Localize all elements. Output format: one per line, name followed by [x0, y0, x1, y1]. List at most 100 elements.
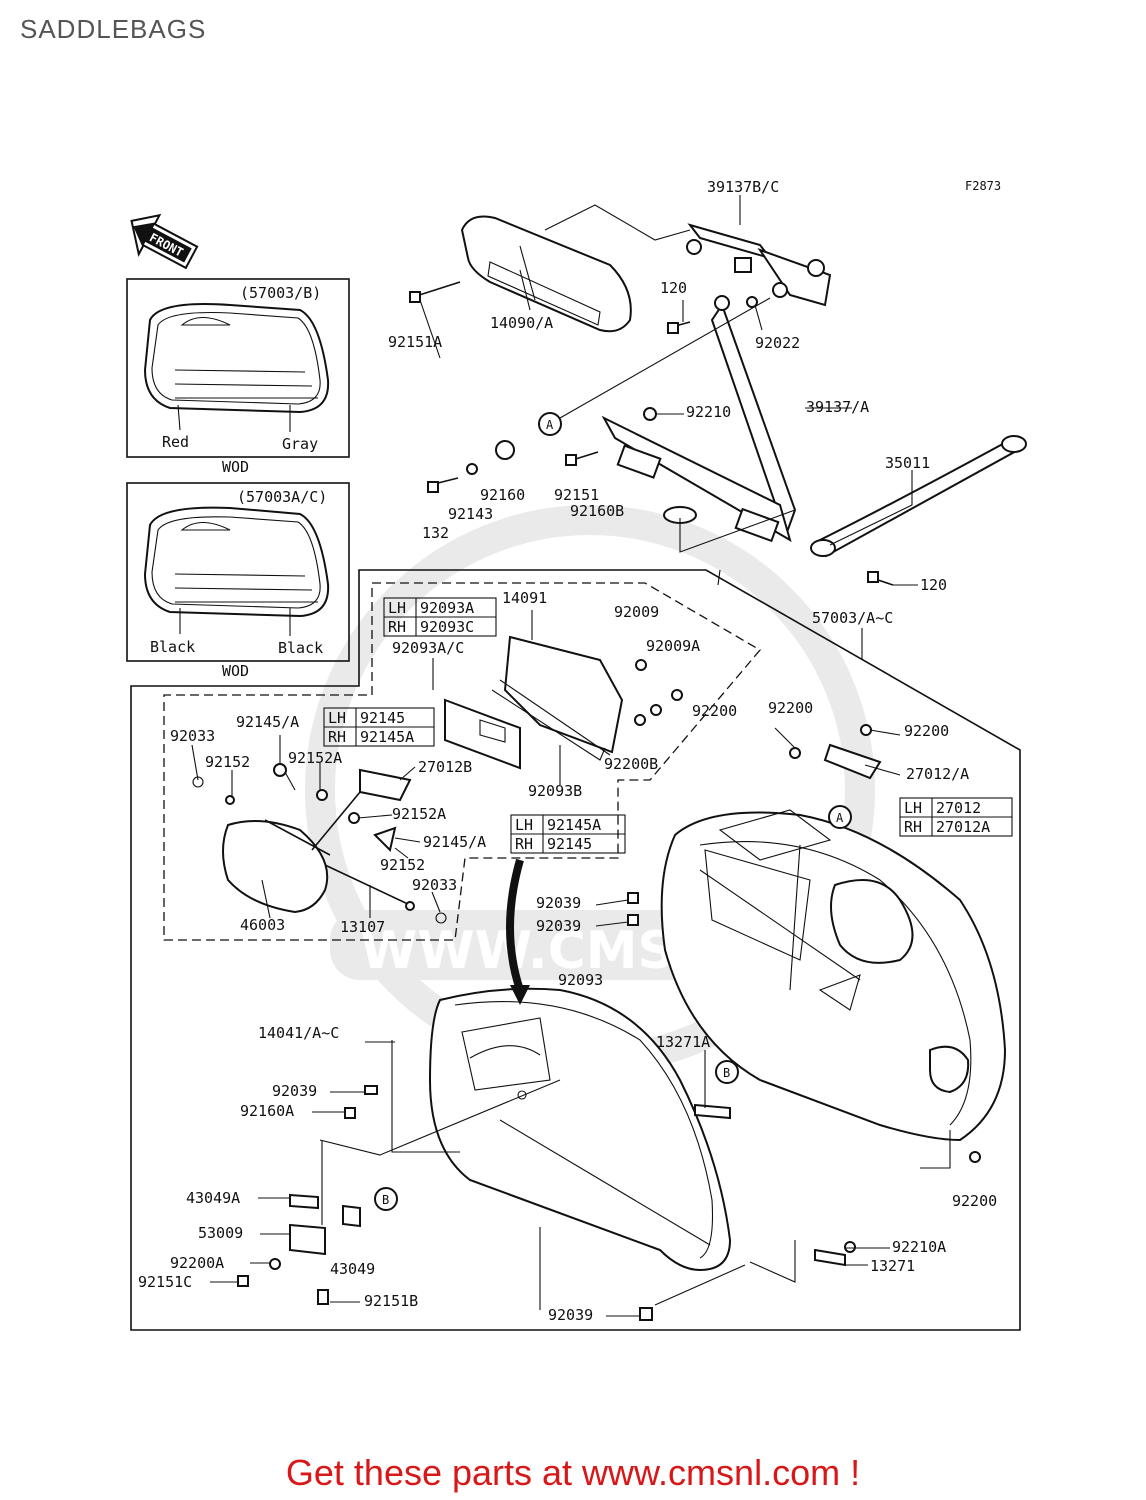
part-label: 92145/A [236, 713, 299, 731]
rear-bar [810, 435, 1027, 558]
inset-left-color: Black [150, 638, 195, 656]
support-frame [601, 295, 797, 543]
part-label: 92143 [448, 505, 493, 523]
part-label: 92210A [892, 1238, 946, 1256]
part-label: 39137/A [806, 398, 869, 416]
lh-rh-table-2: LH 92145 RH 92145A [323, 707, 435, 747]
inset-57003b: (57003/B) Red Gray WOD [126, 278, 350, 476]
part-label: 120 [920, 576, 947, 594]
callout-a-1: A [538, 412, 562, 436]
footer-promo-link[interactable]: Get these parts at www.cmsnl.com ! [285, 1452, 861, 1493]
part-label: 92093 [558, 971, 603, 989]
part-label: 43049 [330, 1260, 375, 1278]
part-label: 92152 [380, 856, 425, 874]
part-label: 92160A [240, 1102, 294, 1120]
svg-text:B: B [382, 1193, 389, 1207]
part-label: 92200 [904, 722, 949, 740]
part-label: 27012B [418, 758, 472, 776]
part-label: 92160 [480, 486, 525, 504]
assembly-arrow [506, 858, 524, 992]
part-label: 92200 [692, 702, 737, 720]
part-label: 92093B [528, 782, 582, 800]
cross-rail [686, 223, 832, 307]
part-label: 92200B [604, 755, 658, 773]
part-label: 13107 [340, 918, 385, 936]
part-label: 43049A [186, 1189, 240, 1207]
svg-text:27012A: 27012A [936, 818, 990, 836]
part-label: 13271A [656, 1033, 710, 1051]
svg-text:A: A [836, 811, 844, 825]
inset-note: WOD [222, 662, 249, 680]
part-label: 92151A [388, 333, 442, 351]
leader-lines [191, 195, 951, 1317]
svg-text:92145: 92145 [360, 709, 405, 727]
front-arrow-icon: FRONT [130, 213, 199, 270]
svg-text:92145: 92145 [547, 835, 592, 853]
inset-code: (57003A/C) [237, 488, 327, 506]
inset-right-color: Black [278, 639, 323, 657]
part-label: 92210 [686, 403, 731, 421]
main-frame [130, 569, 1021, 1331]
part-label: 92200 [952, 1192, 997, 1210]
svg-text:RH: RH [515, 835, 533, 853]
lid [192, 763, 447, 924]
part-label: 92009A [646, 637, 700, 655]
part-label: 92152 [205, 753, 250, 771]
svg-text:LH: LH [904, 799, 922, 817]
part-label: 92039 [548, 1306, 593, 1324]
page-title: SADDLEBAGS [20, 14, 207, 44]
inset-note: WOD [222, 458, 249, 476]
lh-rh-table-4: LH 27012 RH 27012A [899, 797, 1013, 837]
svg-text:92145A: 92145A [360, 728, 414, 746]
lock-assembly [444, 635, 683, 770]
part-label: 57003/A~C [812, 609, 893, 627]
assembly-arrowhead [510, 985, 530, 1005]
lh-rh-table-1: LH 92093A RH 92093C [383, 597, 497, 637]
svg-text:RH: RH [388, 618, 406, 636]
lh-rh-table-3: LH 92145A RH 92145 [510, 814, 626, 854]
svg-text:RH: RH [904, 818, 922, 836]
part-label: 14090/A [490, 314, 553, 332]
part-label: 27012/A [906, 765, 969, 783]
saddlebag-side [428, 987, 732, 1272]
callout-a-2: A [828, 805, 852, 829]
callout-b-1: B [715, 1060, 739, 1084]
part-label: 92151C [138, 1273, 192, 1291]
part-label: 92152A [392, 805, 446, 823]
svg-text:27012: 27012 [936, 799, 981, 817]
callout-b-2: B [374, 1187, 398, 1211]
part-label: 92039 [536, 894, 581, 912]
part-label: 13271 [870, 1257, 915, 1275]
part-label: 92152A [288, 749, 342, 767]
svg-text:92145A: 92145A [547, 816, 601, 834]
lid-assembly-outline [163, 582, 761, 941]
figure-code: F2873 [965, 179, 1001, 193]
inset-code: (57003/B) [240, 284, 321, 302]
svg-text:92093C: 92093C [420, 618, 474, 636]
part-label: 92039 [272, 1082, 317, 1100]
inset-57003ac: (57003A/C) Black Black WOD [126, 482, 350, 680]
part-label: 14091 [502, 589, 547, 607]
svg-text:LH: LH [328, 709, 346, 727]
part-label: 92200A [170, 1254, 224, 1272]
part-label: 92022 [755, 334, 800, 352]
part-label: 132 [422, 524, 449, 542]
svg-text:RH: RH [328, 728, 346, 746]
svg-text:92093A: 92093A [420, 599, 474, 617]
part-label: 92009 [614, 603, 659, 621]
part-label: 92033 [412, 876, 457, 894]
part-label: 92093A/C [392, 639, 464, 657]
hardware [409, 281, 894, 586]
guard-cover [460, 215, 632, 333]
part-label: 92160B [570, 502, 624, 520]
inset-right-color: Gray [282, 435, 318, 453]
svg-text:B: B [723, 1066, 730, 1080]
svg-text:A: A [546, 418, 554, 432]
part-label: 39137B/C [707, 178, 779, 196]
part-label: 53009 [198, 1224, 243, 1242]
inset-left-color: Red [162, 433, 189, 451]
part-label: 92151B [364, 1292, 418, 1310]
part-label: 92200 [768, 699, 813, 717]
part-label: 120 [660, 279, 687, 297]
